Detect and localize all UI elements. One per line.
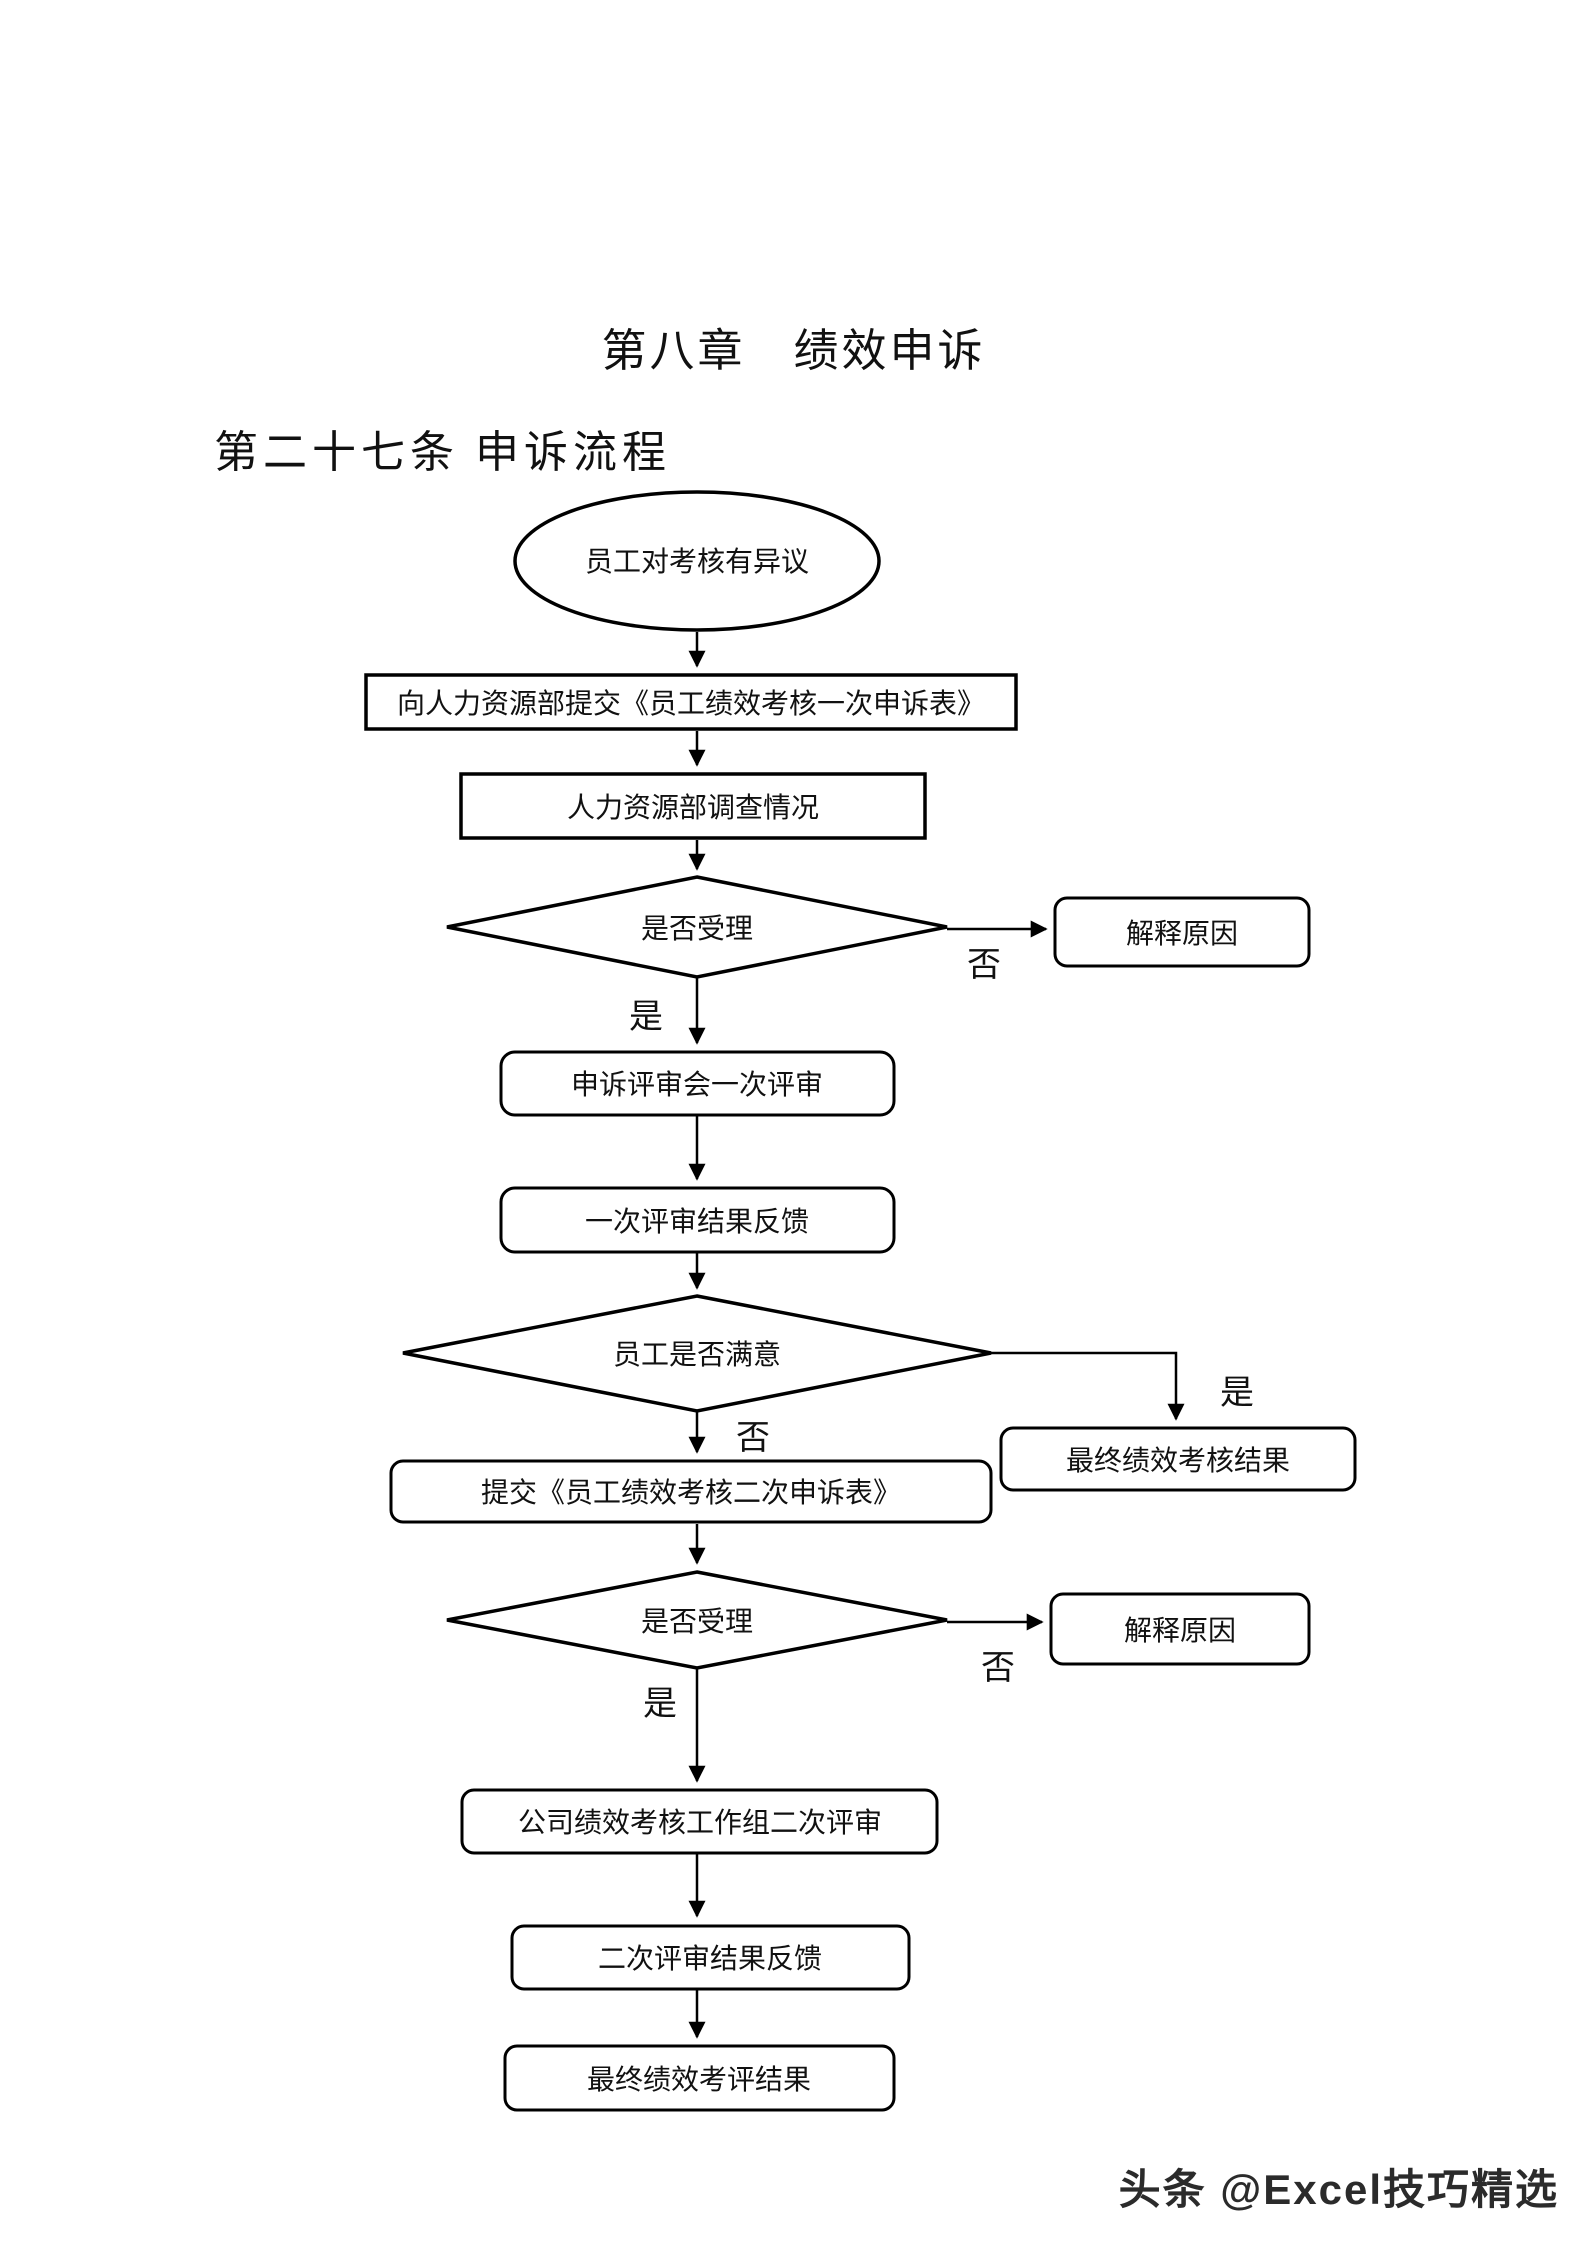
start-node — [513, 490, 881, 632]
decision1-no-label: 否 — [967, 947, 1001, 984]
final-assessment-result-label: 最终绩效考核结果 — [1066, 1445, 1290, 1477]
final-appraisal-result-node — [503, 2044, 896, 2112]
first-review-feedback-node — [499, 1186, 896, 1254]
decision1-yes-label: 是 — [629, 999, 663, 1036]
watermark-text: 头条 @Excel技巧精选 — [1118, 2166, 1559, 2213]
decision3-node — [446, 1570, 948, 1670]
second-review-node — [460, 1788, 939, 1855]
decision2-label: 员工是否满意 — [613, 1339, 781, 1371]
second-review-label: 公司绩效考核工作组二次评审 — [518, 1807, 882, 1839]
section-heading: 第二十七条 申诉流程 — [214, 428, 671, 477]
arrow-decision2-yes-branch — [991, 1351, 1185, 1421]
submit-second-appeal-label: 提交《员工绩效考核二次申诉表》 — [481, 1477, 901, 1509]
explain-reason2-label: 解释原因 — [1124, 1615, 1236, 1647]
decision3-label: 是否受理 — [641, 1606, 753, 1638]
second-review-feedback-node — [510, 1924, 911, 1991]
final-appraisal-result-label: 最终绩效考评结果 — [587, 2064, 811, 2096]
start-label: 员工对考核有异议 — [585, 546, 809, 578]
hr-investigation-label: 人力资源部调查情况 — [567, 792, 819, 824]
submit-first-appeal-node — [364, 673, 1018, 731]
decision1-node — [446, 875, 948, 979]
explain-reason2-node — [1049, 1592, 1311, 1666]
decision2-node — [402, 1294, 992, 1413]
first-review-node — [499, 1050, 896, 1117]
final-assessment-result-node — [999, 1426, 1357, 1492]
decision3-no-label: 否 — [981, 1650, 1015, 1687]
second-review-feedback-label: 二次评审结果反馈 — [598, 1943, 822, 1975]
hr-investigation-node — [459, 772, 927, 840]
explain-reason1-label: 解释原因 — [1126, 918, 1238, 950]
decision1-label: 是否受理 — [641, 913, 753, 945]
first-review-label: 申诉评审会一次评审 — [571, 1069, 823, 1101]
decision2-no-label: 否 — [736, 1420, 770, 1457]
decision2-yes-label: 是 — [1220, 1375, 1254, 1412]
decision3-yes-label: 是 — [643, 1686, 677, 1723]
submit-first-appeal-label: 向人力资源部提交《员工绩效考核一次申诉表》 — [397, 688, 985, 720]
chapter-title: 第八章 绩效申诉 — [601, 326, 986, 376]
first-review-feedback-label: 一次评审结果反馈 — [585, 1206, 809, 1238]
explain-reason1-node — [1053, 896, 1311, 968]
submit-second-appeal-node — [389, 1459, 993, 1524]
